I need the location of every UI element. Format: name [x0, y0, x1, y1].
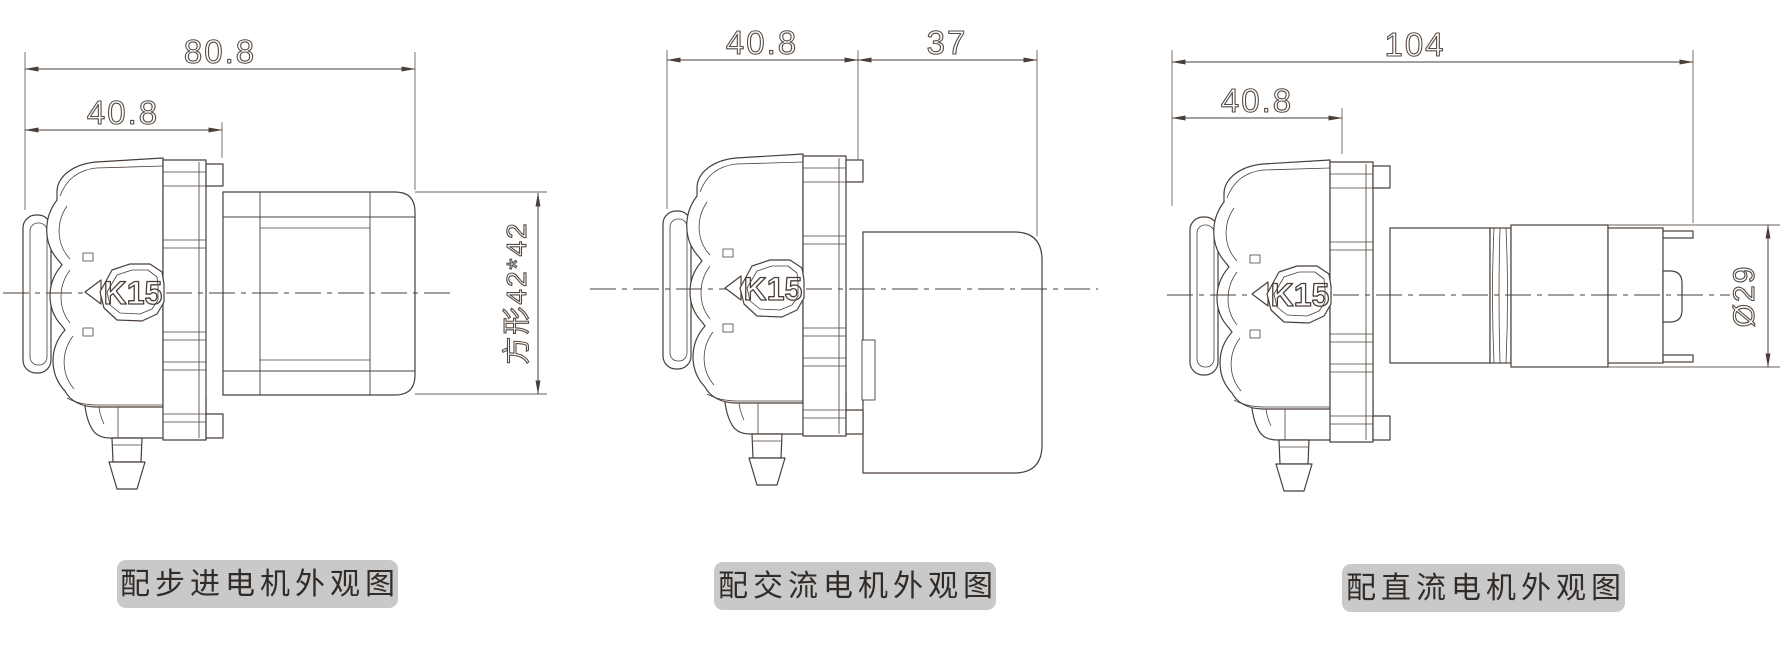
brush-cap-bump [1662, 270, 1683, 323]
dim-dc-diameter-value: Ø29 [1728, 265, 1761, 328]
captions: 配步进电机外观图 配交流电机外观图 配直流电机外观图 [117, 560, 1626, 612]
motor-connector-block [861, 339, 876, 401]
gearbox [1389, 227, 1491, 364]
dim-stepper-square-value: 方形42*42 [501, 221, 532, 364]
caption-bg-ac [714, 562, 996, 610]
dimension-values: 80.8 40.8 方形42*42 40.8 37 104 40.8 Ø29 [86, 23, 1761, 365]
caption-dc: 配直流电机外观图 [1346, 572, 1626, 605]
dc-motor [1389, 224, 1694, 368]
terminal-bottom [1662, 354, 1694, 363]
dim-dc-total-value: 104 [1384, 26, 1445, 63]
ac-assembly-drawing [662, 153, 1043, 486]
dim-ac-motor-value: 37 [927, 24, 968, 61]
dim-stepper-head-value: 40.8 [87, 94, 159, 131]
caption-bg-stepper [117, 560, 398, 608]
dimensions [24, 57, 1771, 395]
dc-assembly-drawing [1189, 159, 1694, 492]
centerlines [3, 288, 1730, 296]
stepper-assembly-drawing [22, 157, 416, 490]
dim-ac-head-value: 40.8 [726, 24, 798, 61]
motor-end-cap [1607, 227, 1664, 364]
dim-dc-head-value: 40.8 [1221, 82, 1293, 119]
extension-lines [24, 50, 1780, 395]
caption-ac: 配交流电机外观图 [718, 570, 998, 603]
motor-body [1510, 224, 1609, 368]
ac-motor [861, 231, 1043, 474]
terminal-top [1662, 230, 1694, 239]
caption-stepper: 配步进电机外观图 [120, 568, 400, 601]
stepper-motor [222, 191, 416, 396]
dim-stepper-total-value: 80.8 [184, 33, 256, 70]
caption-bg-dc [1342, 564, 1625, 612]
